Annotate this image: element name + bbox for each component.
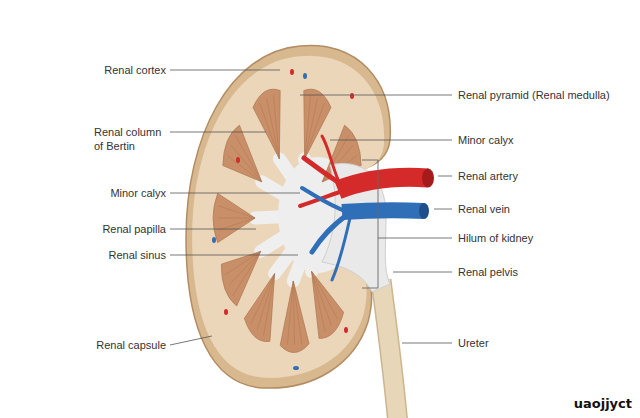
leader-line — [170, 336, 212, 345]
part-label: Renal cortex — [104, 63, 166, 77]
leader-line — [393, 272, 452, 273]
part-label: Renal pyramid (Renal medulla) — [458, 88, 610, 102]
part-label: Ureter — [458, 336, 489, 350]
pyramid-striation — [293, 281, 302, 344]
part-label: Renal pelvis — [458, 265, 518, 279]
watermark: uaojjyct — [574, 397, 632, 411]
part-label: Renal artery — [458, 169, 518, 183]
renal-artery — [338, 177, 428, 190]
part-label: Renal vein — [458, 202, 510, 216]
pyramid-striation — [273, 95, 279, 159]
pyramid-body — [253, 89, 280, 159]
pyramid-body — [223, 125, 262, 182]
part-label: Renal column of Bertin — [94, 125, 166, 153]
pyramid-striation — [312, 271, 326, 331]
pyramid-striation — [231, 145, 262, 181]
pyramid-body — [244, 274, 274, 342]
vessel-dot — [290, 69, 294, 75]
pyramid-striation — [305, 99, 318, 159]
pyramid-body — [280, 281, 309, 353]
vessel-dot — [212, 237, 216, 243]
pyramid-striation — [229, 251, 261, 285]
renal-pyramids — [213, 89, 361, 352]
pyramid-striation — [218, 206, 255, 218]
part-label: Renal sinus — [109, 248, 166, 262]
pyramid-body — [312, 271, 344, 338]
leader-line — [170, 255, 298, 256]
hilum-bracket — [362, 160, 378, 288]
leader-line — [434, 209, 452, 210]
pyramid-striation — [287, 281, 293, 345]
leader-lines — [170, 70, 452, 345]
leader-line — [170, 70, 280, 71]
pyramid-body — [213, 193, 255, 242]
pyramid-striation — [260, 103, 280, 159]
vessel-dot — [224, 309, 228, 315]
leader-line — [438, 176, 452, 177]
vein-opening — [419, 203, 429, 219]
leader-line — [330, 140, 452, 141]
pyramid-striation — [235, 135, 261, 182]
pyramid-striation — [218, 218, 255, 219]
pyramid-striation — [312, 271, 332, 325]
vessel-dot — [344, 327, 348, 333]
leader-line — [170, 132, 266, 133]
artery-opening — [422, 169, 434, 188]
vessel-dot — [350, 93, 354, 99]
leader-line — [378, 238, 452, 239]
pyramid-striation — [267, 99, 280, 159]
ureter-tube — [381, 280, 398, 418]
part-label: Hilum of kidney — [458, 231, 533, 245]
renal-pyramid — [312, 271, 344, 338]
leader-line — [170, 229, 256, 230]
vessel-dot — [303, 73, 307, 79]
pyramid-striation — [293, 281, 294, 345]
renal-pyramid — [244, 274, 274, 342]
pyramid-striation — [251, 274, 275, 324]
pyramid-striation — [305, 103, 325, 159]
ureter-outline — [381, 280, 398, 418]
vessel-dot — [236, 157, 240, 163]
vein-branch — [332, 218, 350, 280]
renal-pyramid — [280, 281, 309, 353]
part-label: Renal papilla — [102, 222, 166, 236]
leader-line — [170, 193, 300, 194]
part-label: Minor calyx — [110, 186, 166, 200]
leader-line — [402, 343, 452, 344]
pyramid-body — [221, 251, 260, 306]
artery-branch — [322, 136, 340, 184]
renal-pyramid — [253, 89, 280, 159]
pyramid-striation — [233, 251, 261, 295]
renal-pyramid — [221, 251, 260, 306]
part-label: Minor calyx — [458, 133, 514, 147]
part-label: Renal capsule — [96, 338, 166, 352]
renal-pyramid — [213, 193, 255, 242]
renal-vein — [342, 210, 424, 212]
vessel-dot — [293, 366, 299, 370]
pyramid-striation — [218, 218, 255, 230]
leader-line — [300, 95, 452, 96]
cortical-vessels — [212, 69, 354, 370]
renal-pyramid — [223, 125, 262, 182]
pyramid-striation — [257, 274, 275, 330]
pyramid-striation — [227, 155, 262, 181]
pyramid-striation — [305, 95, 311, 159]
